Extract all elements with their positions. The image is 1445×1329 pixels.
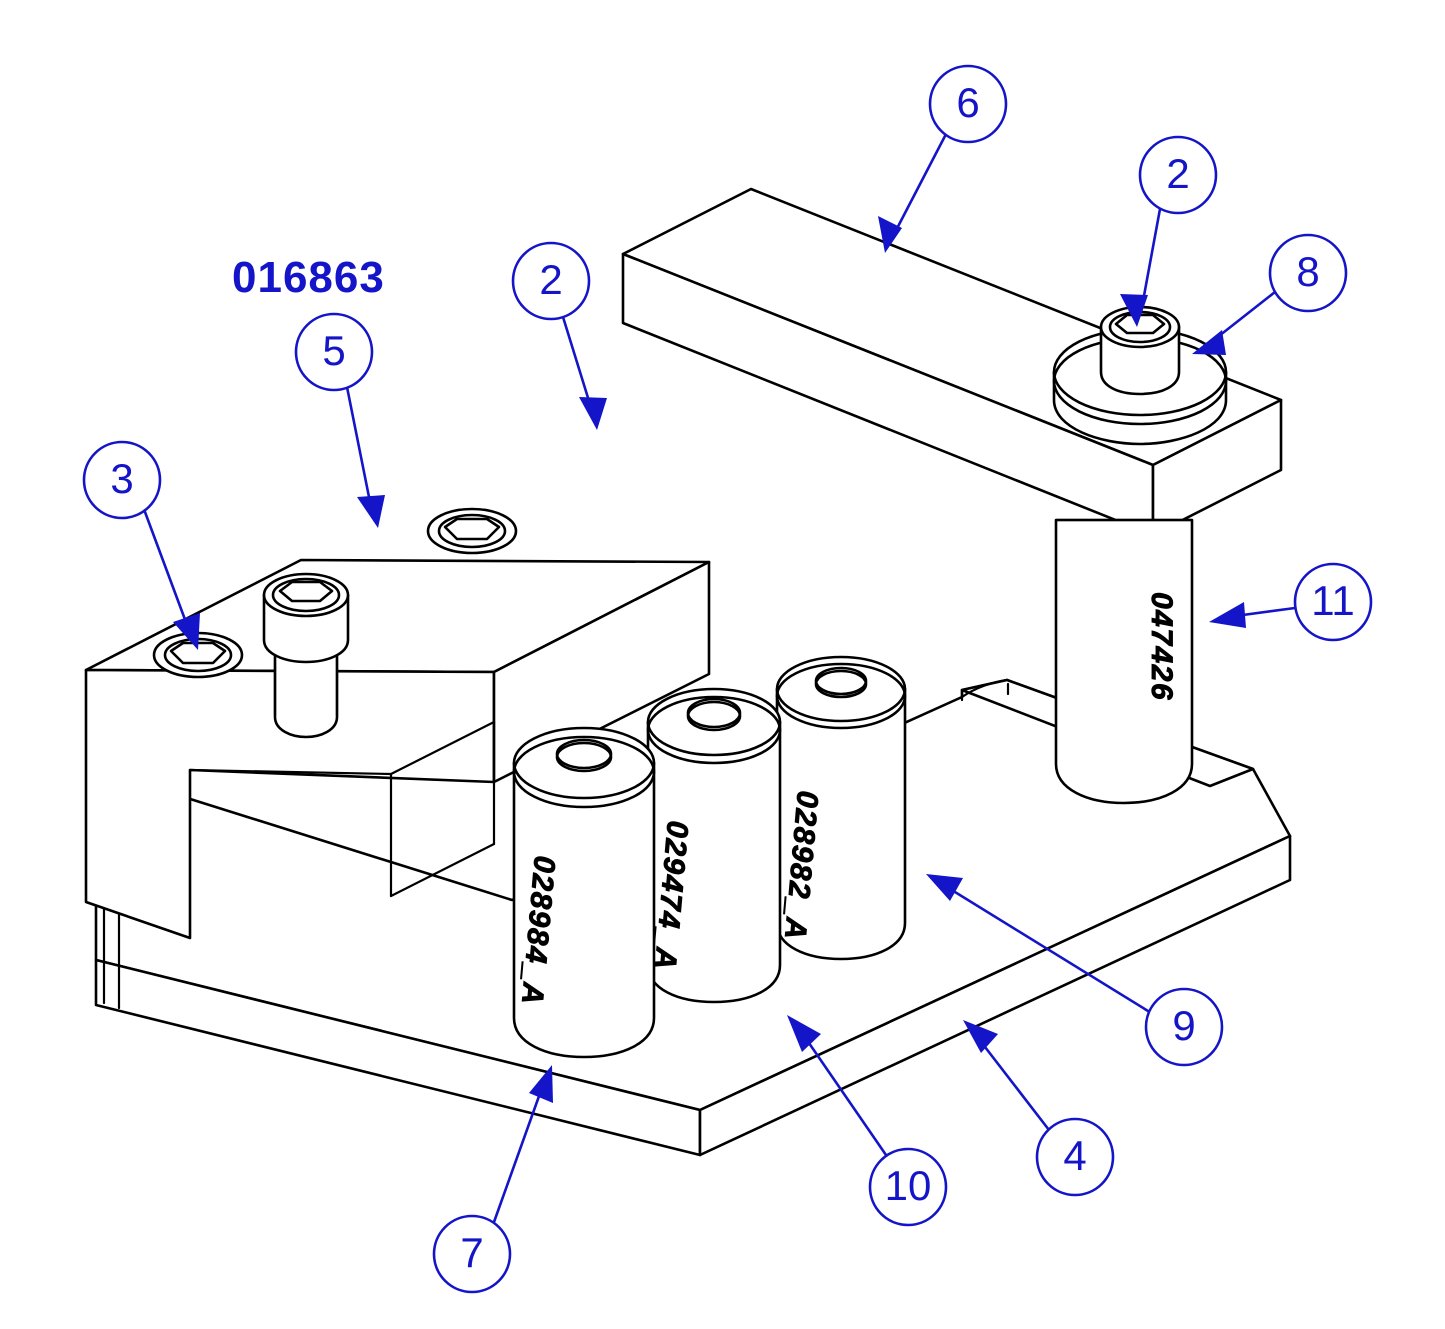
balloon-10[interactable]: 10	[868, 1147, 948, 1227]
balloon-2b[interactable]: 2	[511, 241, 591, 321]
balloon-9[interactable]: 9	[1144, 987, 1224, 1067]
balloon-5-label: 5	[322, 327, 345, 374]
balloon-2b-label: 2	[539, 256, 562, 303]
cylinder-rear: 028982_A	[775, 655, 907, 961]
balloon-3-label: 3	[110, 455, 133, 502]
balloon-4[interactable]: 4	[1035, 1117, 1115, 1197]
balloon-2a-label: 2	[1166, 150, 1189, 197]
cap-screw-right	[1099, 305, 1181, 396]
balloon-2a-circle[interactable]	[1138, 135, 1218, 215]
leader-2a	[1120, 207, 1162, 327]
cap-screw-left	[262, 572, 350, 739]
leader-lines	[143, 134, 1297, 1224]
cap-screw-left-shank	[273, 658, 339, 717]
balloon-11[interactable]: 11	[1293, 562, 1373, 642]
leader-8	[1192, 290, 1277, 355]
balloon-5[interactable]: 5	[294, 312, 374, 392]
balloon-2b-circle[interactable]	[511, 241, 591, 321]
leader-6	[878, 134, 947, 253]
balloon-2a[interactable]: 2	[1138, 135, 1218, 215]
balloon-7[interactable]: 7	[432, 1214, 512, 1294]
balloon-10-label: 10	[885, 1162, 932, 1209]
leader-2b	[561, 315, 607, 430]
leader-11	[1209, 602, 1297, 628]
balloon-8-circle[interactable]	[1268, 233, 1348, 313]
tall-post	[1054, 518, 1194, 805]
balloon-10-circle[interactable]	[868, 1147, 948, 1227]
post-mark: 047426	[1145, 592, 1178, 701]
balloon-3[interactable]: 3	[82, 440, 162, 520]
cylinder-middle: 029474_A	[646, 687, 782, 1004]
balloon-6-circle[interactable]	[928, 64, 1008, 144]
balloon-8-label: 8	[1296, 248, 1319, 295]
leader-5	[345, 385, 385, 528]
leader-4	[963, 1020, 1051, 1132]
leader-3	[143, 510, 200, 650]
balloon-11-label: 11	[1311, 577, 1355, 624]
balloon-3-circle[interactable]	[82, 440, 162, 520]
balloon-4-circle[interactable]	[1035, 1117, 1115, 1197]
countersunk-screw-left	[152, 631, 244, 679]
leader-7	[492, 1065, 553, 1224]
balloon-7-circle[interactable]	[432, 1214, 512, 1294]
balloon-4-label: 4	[1063, 1132, 1086, 1179]
balloon-9-label: 9	[1172, 1002, 1195, 1049]
leader-9	[926, 874, 1150, 1013]
balloon-7-label: 7	[460, 1229, 483, 1276]
balloon-8[interactable]: 8	[1268, 233, 1348, 313]
l-bracket	[84, 558, 711, 940]
cylinder-front: 028984_A	[512, 726, 656, 1059]
balloon-6[interactable]: 6	[928, 64, 1008, 144]
balloon-6-label: 6	[956, 79, 979, 126]
countersunk-screw-right	[426, 507, 518, 555]
leader-10	[787, 1015, 888, 1157]
drawing-title: 016863	[232, 253, 385, 302]
balloon-5-circle[interactable]	[294, 312, 374, 392]
balloon-11-circle[interactable]	[1293, 562, 1373, 642]
balloon-9-circle[interactable]	[1144, 987, 1224, 1067]
